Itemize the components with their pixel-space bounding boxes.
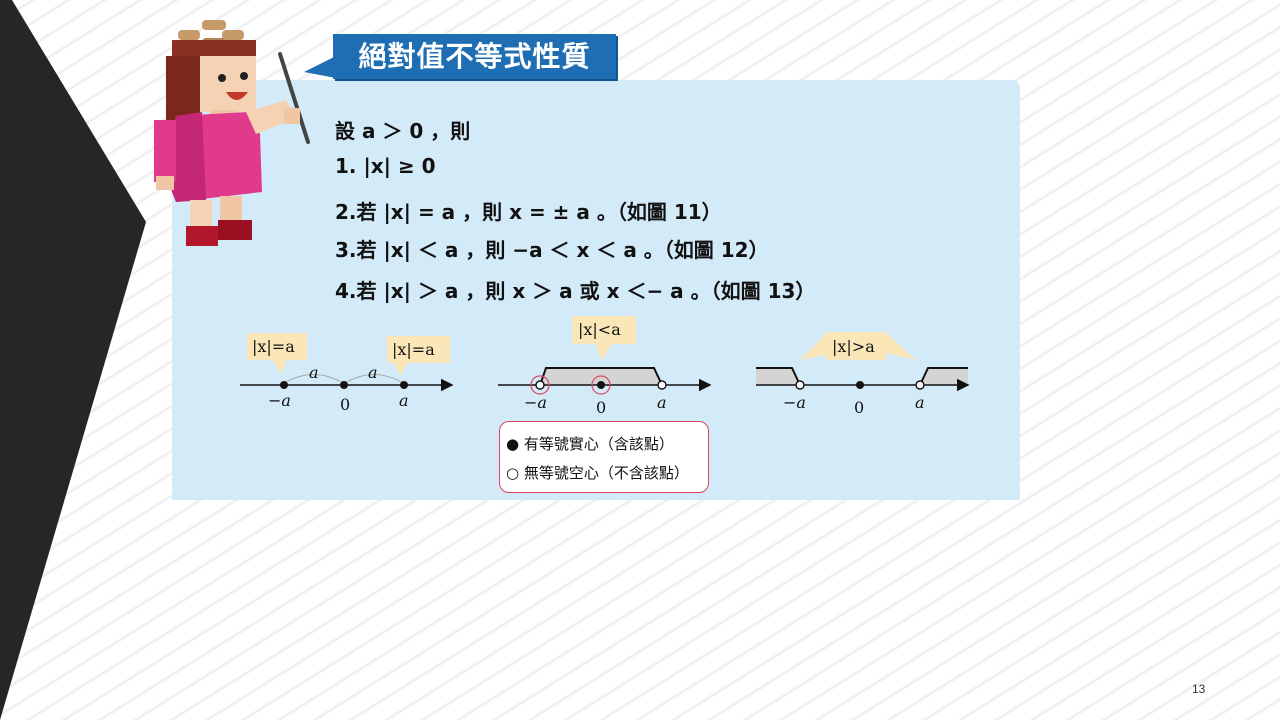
legend-filled-row: ● 有等號實心（含該點） [506, 433, 674, 454]
fig13-tick-neg: −a [783, 393, 806, 412]
property-3: 3.若 |x| ＜ a ，則 −a ＜ x ＜ a 。（如圖 12） [335, 238, 769, 262]
filled-dot-icon: ● [506, 435, 520, 453]
legend-hollow-row: ○ 無等號空心（不含該點） [506, 462, 689, 483]
fig13-ray-left-outline [756, 367, 801, 386]
fig12-point-zero [597, 381, 605, 389]
fig11-callout-right-box [387, 336, 450, 363]
fig12-tick-neg: −a [524, 393, 547, 412]
fig11-callout-right-text: |x|=a [392, 340, 435, 359]
legend-hollow-text: 無等號空心（不含該點） [523, 464, 689, 482]
fig11-tick-pos: a [399, 391, 409, 410]
banner-tail [304, 56, 336, 78]
fig11-point-neg [280, 381, 288, 389]
fig13-point-pos [915, 380, 925, 390]
fig13-callout-box [826, 332, 886, 360]
fig11-arc-left [283, 374, 344, 384]
property-2: 2.若 |x| = a ，則 x = ± a 。（如圖 11） [335, 200, 722, 224]
number-line-figures: |x|=a |x|=a a a −a 0 a |x|<a −a 0 a [240, 316, 970, 417]
fig13-tick-pos: a [915, 393, 925, 412]
fig11-tick-neg: −a [268, 391, 291, 410]
property-premise: 設 a ＞ 0 ，則 [335, 119, 471, 143]
fig11-arc-label-left: a [309, 363, 319, 382]
fig13-callout-text: |x|>a [832, 337, 875, 356]
fig12-point-neg [535, 380, 545, 390]
figure-13: |x|>a −a 0 a [756, 332, 970, 417]
property-4: 4.若 |x| ＞ a ，則 x ＞ a 或 x ＜− a 。（如圖 13） [335, 279, 816, 303]
fig13-tick-zero: 0 [854, 398, 864, 417]
fig11-point-zero [340, 381, 348, 389]
fig11-callout-left-text: |x|=a [252, 337, 295, 356]
fig13-ray-right-shade [920, 368, 968, 385]
page-number: 13 [1192, 682, 1206, 696]
fig12-tick-pos: a [657, 393, 667, 412]
fig12-point-pos [657, 380, 667, 390]
figure-12: |x|<a −a 0 a [498, 316, 712, 417]
fig11-arc-right [344, 374, 404, 384]
fig11-callout-left-box [247, 333, 307, 360]
fig12-callout-pointer [595, 344, 612, 360]
figure-11: |x|=a |x|=a a a −a 0 a [240, 333, 454, 414]
hollow-dot-icon: ○ [506, 464, 520, 482]
fig13-ray-right-outline [919, 367, 968, 386]
fig11-callout-right-pointer [394, 363, 408, 376]
fig11-callout-left-pointer [272, 360, 286, 374]
fig11-point-pos [400, 381, 408, 389]
fig11-tick-zero: 0 [340, 395, 350, 414]
fig12-highlight-neg [530, 375, 550, 395]
fig13-point-neg [795, 380, 805, 390]
point-legend: ● 有等號實心（含該點） ○ 無等號空心（不含該點） [499, 421, 709, 493]
teacher-illustration [154, 20, 310, 246]
property-1: 1. |x| ≥ 0 [335, 154, 436, 178]
left-decor-band [0, 0, 146, 720]
fig12-highlight-zero [591, 375, 611, 395]
fig12-tick-zero: 0 [596, 398, 606, 417]
fig11-arc-label-right: a [368, 363, 378, 382]
legend-filled-text: 有等號實心（含該點） [523, 435, 674, 453]
fig12-callout-box [572, 316, 636, 344]
fig13-point-zero [856, 381, 864, 389]
fig12-callout-text: |x|<a [578, 320, 621, 339]
slide-title: 絕對值不等式性質 [333, 34, 616, 79]
fig13-ray-left-shade [756, 368, 800, 385]
